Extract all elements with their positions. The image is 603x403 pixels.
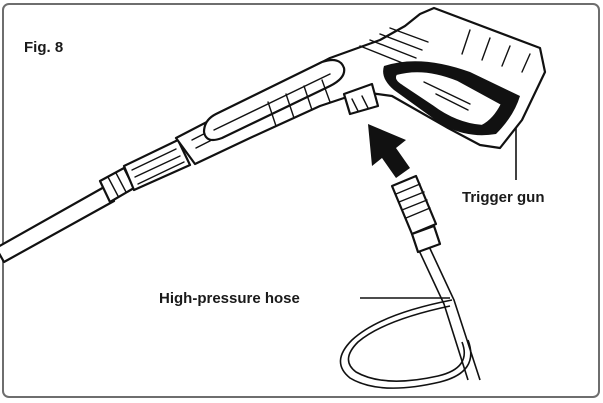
hose-tube-a xyxy=(425,239,481,381)
trigger xyxy=(393,70,504,128)
hose-loop-inner xyxy=(347,305,466,382)
grip-slot xyxy=(202,58,346,142)
hose-tube-b xyxy=(415,243,469,381)
hose-loop xyxy=(339,299,472,389)
lance-pipe xyxy=(0,184,116,264)
figure-title: Fig. 8 xyxy=(24,39,63,56)
trigger-gun-drawing xyxy=(0,6,547,264)
hose-label: High-pressure hose xyxy=(159,290,300,307)
hose-inlet xyxy=(342,82,380,116)
coupling-nut xyxy=(122,138,192,192)
hose-crimp xyxy=(410,224,442,254)
arrow-icon xyxy=(368,124,410,178)
trigger-gun-label: Trigger gun xyxy=(462,189,545,206)
